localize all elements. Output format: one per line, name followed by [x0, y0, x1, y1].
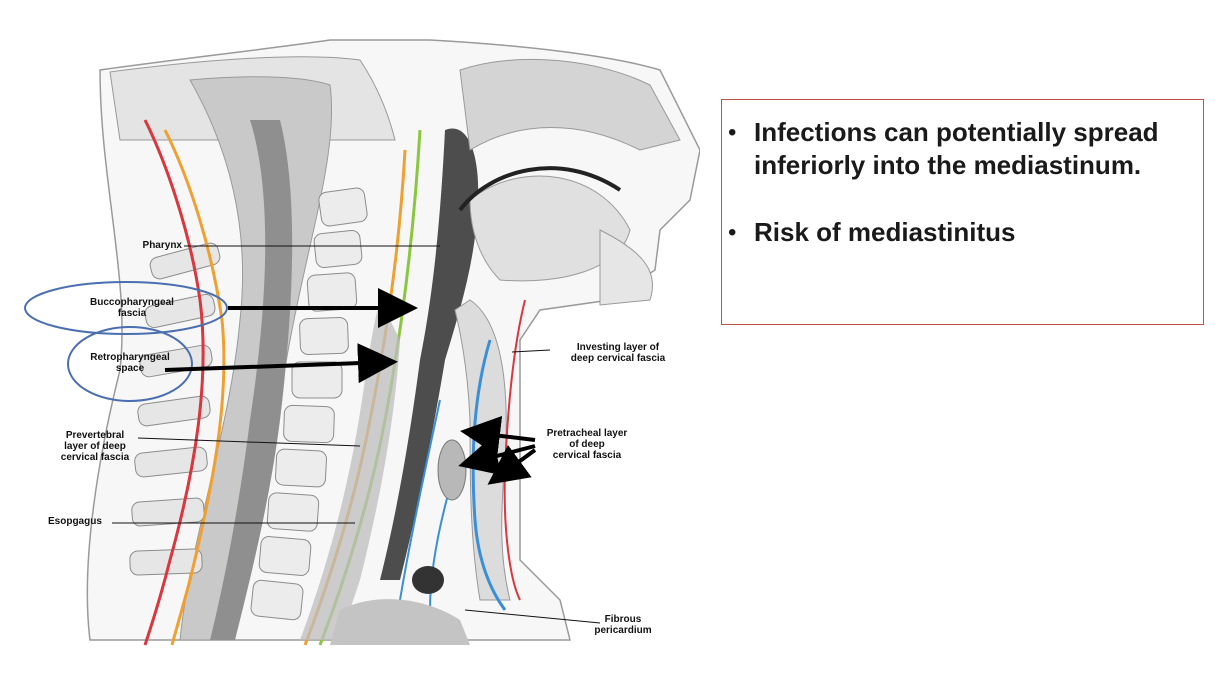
great-vessel [412, 566, 444, 594]
posterior-orange-line [163, 129, 226, 646]
buccopharyngeal-ellipse [24, 281, 228, 335]
neck-fascia-diagram [24, 39, 700, 646]
mandible [599, 229, 654, 306]
bullet-text-box: Infections can potentially spread inferi… [721, 99, 1204, 325]
vertebral-column [250, 187, 368, 621]
prevertebral-red-line [143, 119, 205, 646]
label-pharynx: Pharynx [142, 240, 182, 251]
esophagus-tube [300, 300, 400, 640]
spinal-cord [210, 120, 293, 640]
bullet-item-infection-spread: Infections can potentially spread inferi… [728, 116, 1193, 182]
bullet-item-mediastinitis-risk: Risk of mediastinitus [728, 216, 1193, 249]
label-retropharyngeal-space: Retropharyngeal space [90, 352, 170, 374]
pharynx-airway [380, 128, 479, 580]
pericardium-shape [330, 599, 470, 645]
bullet-list: Infections can potentially spread inferi… [722, 100, 1203, 249]
leader-lines [112, 245, 601, 624]
label-esophagus: Esopgagus [48, 516, 102, 527]
pretracheal-blue-line [471, 339, 507, 611]
retropharyngeal-ellipse [67, 326, 193, 402]
thyroid [437, 439, 467, 501]
palate [458, 166, 622, 212]
annotation-arrows [164, 288, 537, 485]
label-investing-layer: Investing layer of deep cervical fascia [570, 342, 666, 364]
label-prevertebral-layer: Prevertebral layer of deep cervical fasc… [60, 430, 130, 463]
label-fibrous-pericardium: Fibrous pericardium [594, 614, 652, 636]
spinous-processes [129, 242, 221, 576]
label-pretracheal-layer: Pretracheal layer of deep cervical fasci… [546, 428, 628, 461]
label-buccopharyngeal-fascia: Buccopharyngeal fascia [90, 297, 174, 319]
nasal-cavity [459, 58, 681, 151]
